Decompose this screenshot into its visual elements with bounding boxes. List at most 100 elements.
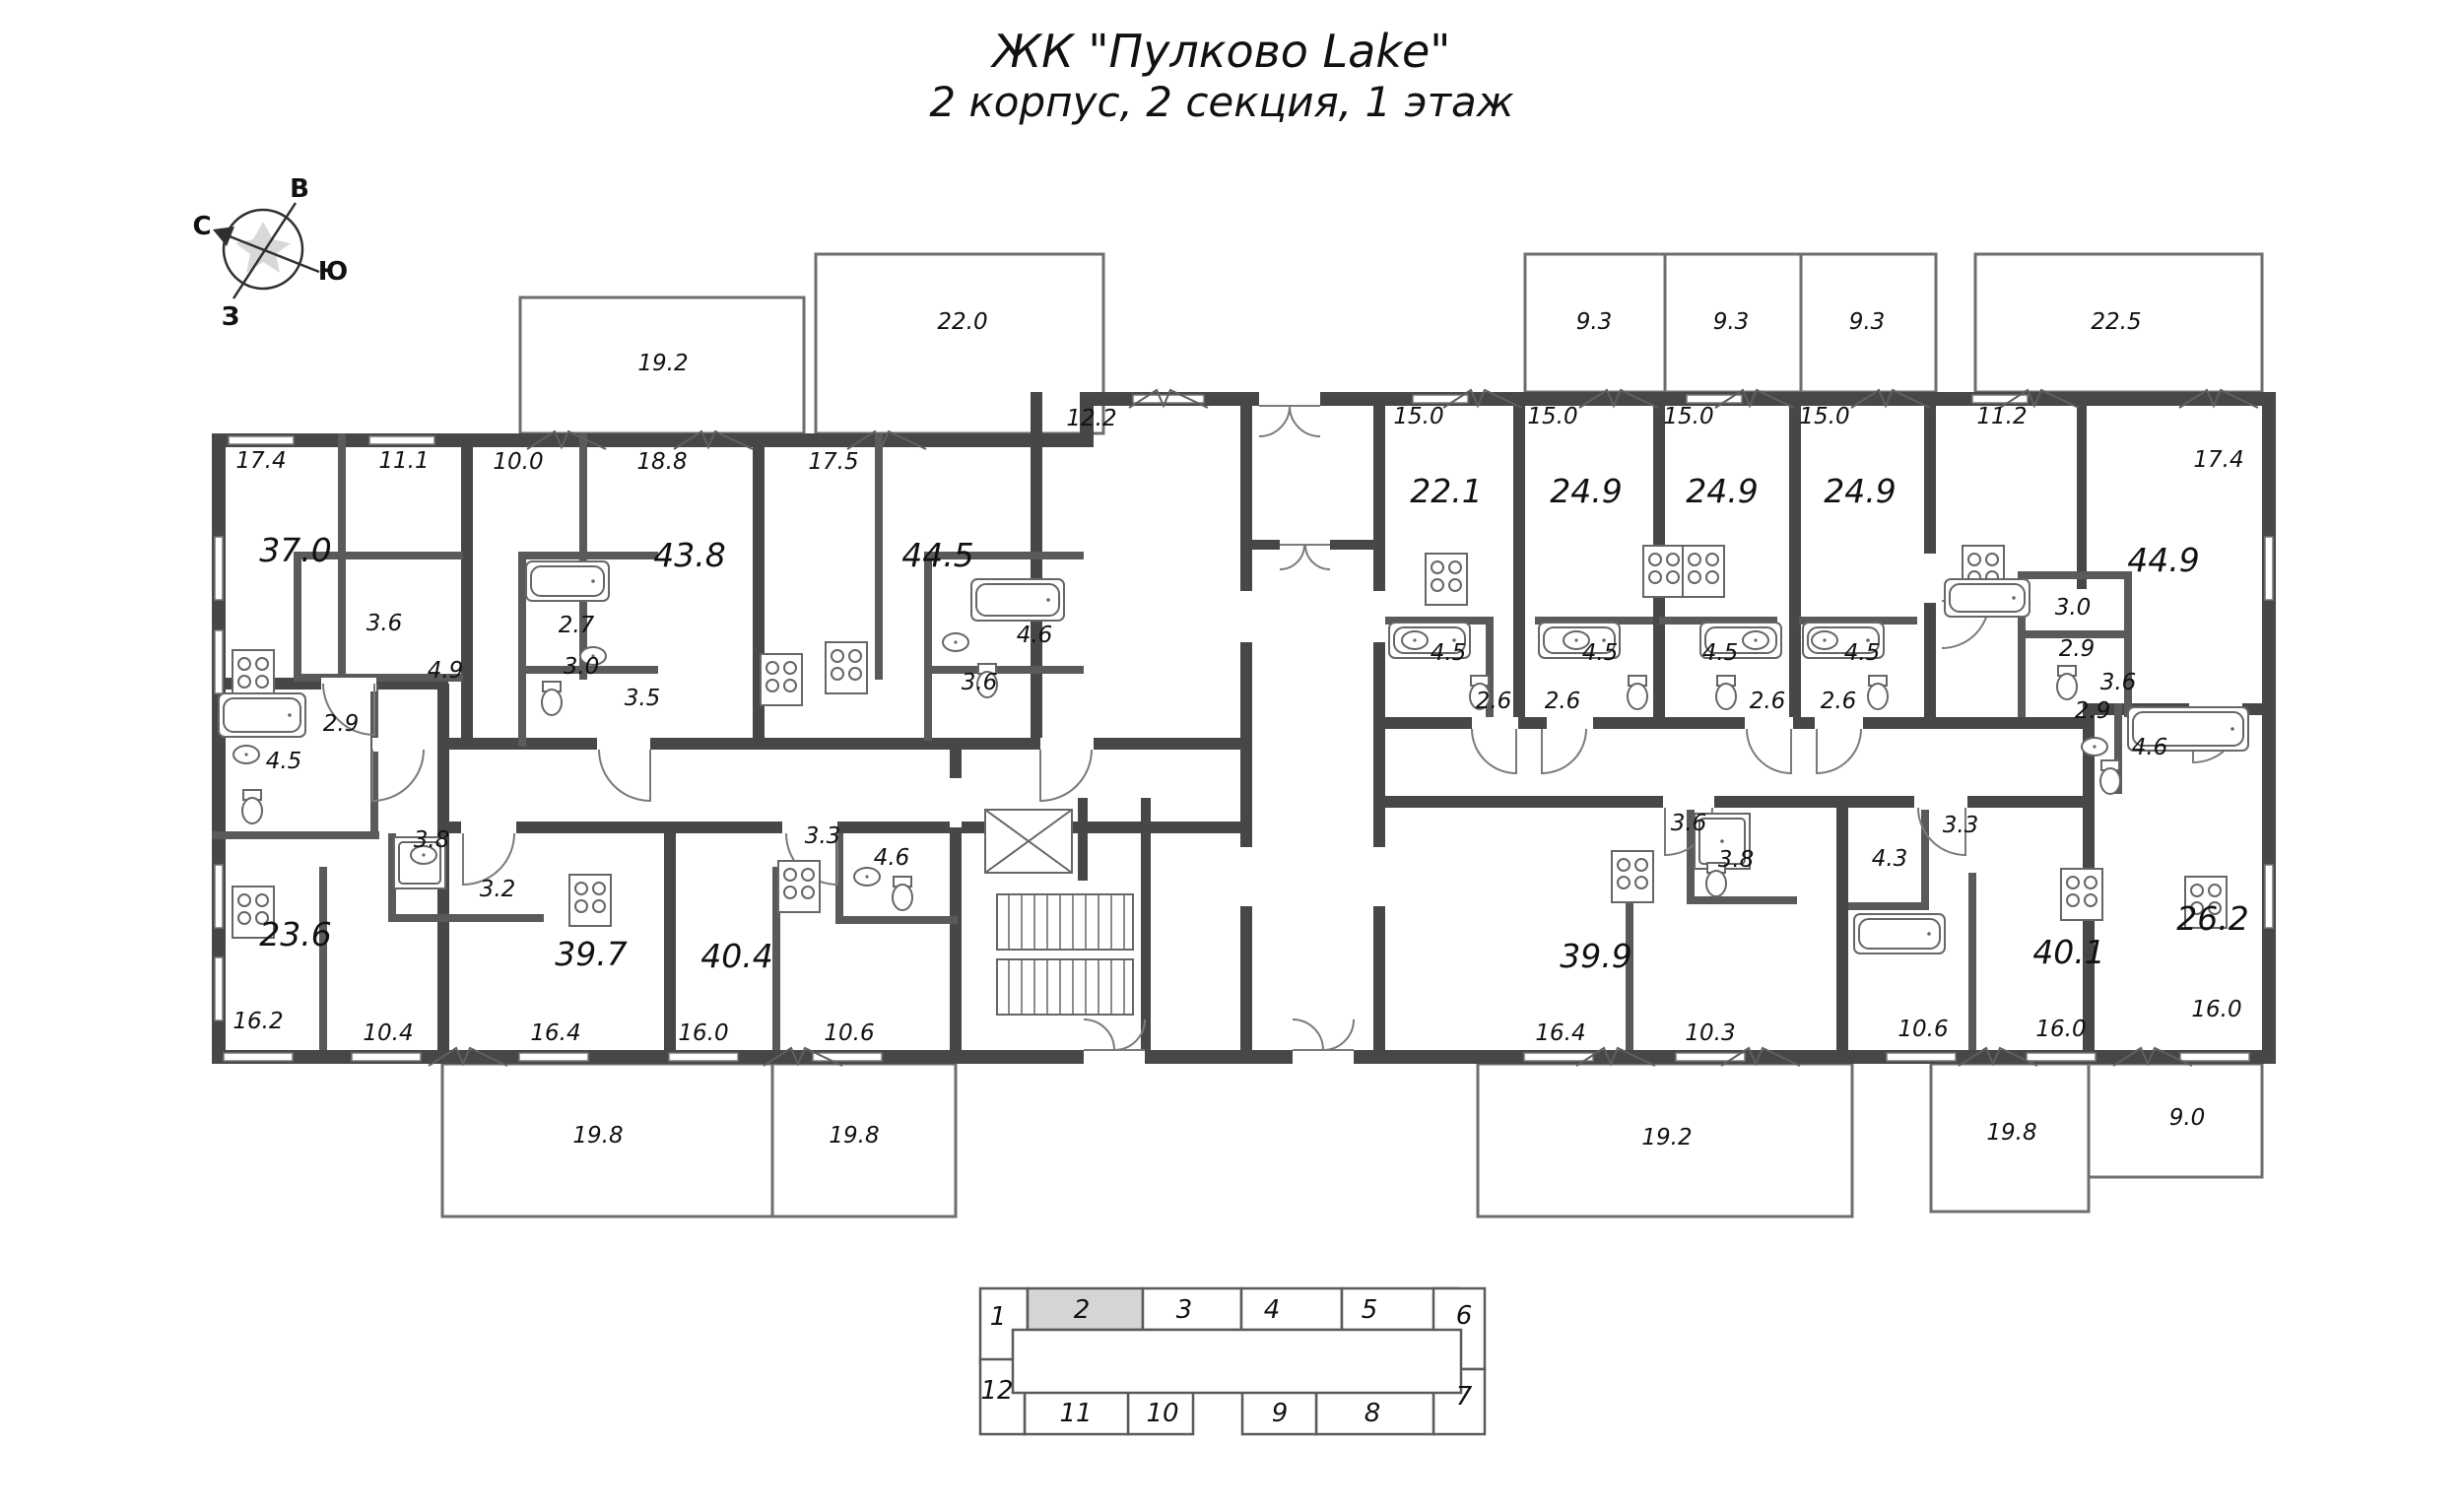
toilet-icon bbox=[892, 876, 913, 911]
apartment-area-label: 40.4 bbox=[700, 937, 772, 975]
room-area-label: 3.5 bbox=[625, 686, 661, 711]
toilet-icon bbox=[1627, 675, 1648, 710]
apartment-area-label: 39.7 bbox=[555, 935, 627, 973]
sink-icon bbox=[1742, 630, 1769, 650]
apartment-area-label: 44.5 bbox=[901, 536, 973, 574]
room-area-label: 3.0 bbox=[564, 654, 600, 680]
compass-east-label: В bbox=[290, 174, 309, 204]
room-area-label: 10.0 bbox=[493, 449, 543, 475]
apartment-area-label: 37.0 bbox=[259, 531, 331, 569]
keyplan-section-4 bbox=[1239, 1286, 1344, 1332]
keyplan-section-9 bbox=[1240, 1390, 1318, 1436]
room-area-label: 18.8 bbox=[636, 449, 687, 475]
keyplan-section-number: 6 bbox=[1456, 1301, 1473, 1331]
key-plan-courtyard bbox=[1011, 1328, 1463, 1395]
bathtub-icon bbox=[525, 560, 610, 602]
stove-icon bbox=[760, 653, 803, 706]
stove-icon bbox=[2060, 868, 2103, 921]
room-area-label: 3.2 bbox=[480, 877, 516, 902]
balcony-area-label: 22.0 bbox=[937, 309, 987, 335]
room-area-label: 12.2 bbox=[1066, 406, 1116, 431]
balcony-area-label: 19.2 bbox=[637, 351, 688, 376]
stove-icon bbox=[2184, 876, 2228, 929]
room-area-label: 10.3 bbox=[1685, 1020, 1735, 1046]
toilet-icon bbox=[1715, 675, 1737, 710]
room-area-label: 4.5 bbox=[266, 749, 302, 774]
stove-icon bbox=[568, 874, 612, 927]
stove-icon bbox=[1425, 553, 1468, 606]
stairs-icon bbox=[996, 893, 1134, 951]
apartment-area-label: 39.9 bbox=[1560, 937, 1631, 975]
room-area-label: 3.6 bbox=[2100, 670, 2137, 695]
room-area-label: 16.0 bbox=[678, 1020, 728, 1046]
toilet-icon bbox=[241, 789, 263, 824]
room-area-label: 16.4 bbox=[530, 1020, 580, 1046]
room-area-label: 3.6 bbox=[962, 670, 998, 695]
balcony-area-label: 9.3 bbox=[1849, 309, 1886, 335]
balcony-area-label: 9.0 bbox=[2169, 1105, 2206, 1131]
keyplan-section-2 bbox=[1026, 1286, 1145, 1332]
keyplan-section-number: 11 bbox=[1059, 1399, 1092, 1428]
room-area-label: 16.0 bbox=[2191, 997, 2241, 1022]
room-area-label: 2.9 bbox=[2059, 636, 2096, 662]
sink-icon bbox=[1563, 630, 1590, 650]
apartment-area-label: 23.6 bbox=[259, 915, 331, 953]
balcony-area-label: 19.8 bbox=[829, 1123, 879, 1149]
keyplan-section-number: 9 bbox=[1272, 1399, 1289, 1428]
apartment-area-label: 43.8 bbox=[653, 536, 725, 574]
room-area-label: 2.9 bbox=[2075, 698, 2111, 724]
room-area-label: 3.8 bbox=[414, 827, 450, 853]
balcony-door-symbols bbox=[428, 388, 2259, 1067]
room-area-label: 4.6 bbox=[2132, 735, 2168, 760]
toilet-icon bbox=[1469, 675, 1491, 710]
room-area-label: 11.1 bbox=[378, 448, 429, 474]
apartment-area-label: 22.1 bbox=[1410, 472, 1482, 510]
sink-icon bbox=[410, 845, 437, 865]
bathtub-icon bbox=[218, 692, 306, 738]
room-area-label: 2.6 bbox=[1476, 689, 1512, 714]
bathtub-icon bbox=[1853, 913, 1946, 954]
balcony-area-label: 19.8 bbox=[1986, 1120, 2036, 1146]
room-area-label: 3.3 bbox=[805, 823, 841, 849]
room-area-label: 2.6 bbox=[1750, 689, 1786, 714]
sink-icon bbox=[2081, 737, 2108, 756]
compass-west-label: З bbox=[222, 302, 239, 332]
elevator-icon bbox=[984, 809, 1073, 874]
room-area-label: 11.2 bbox=[1976, 404, 2027, 429]
keyplan-section-number: 8 bbox=[1365, 1399, 1381, 1428]
room-area-label: 2.9 bbox=[323, 711, 360, 737]
balcony-area-label: 22.5 bbox=[2091, 309, 2141, 335]
room-area-label: 2.6 bbox=[1545, 689, 1581, 714]
stove-icon bbox=[1611, 850, 1654, 903]
balcony-area-label: 9.3 bbox=[1713, 309, 1750, 335]
room-area-label: 15.0 bbox=[1393, 404, 1443, 429]
apartment-area-label: 40.1 bbox=[2032, 933, 2104, 971]
room-area-label: 4.3 bbox=[1872, 846, 1908, 872]
keyplan-section-number: 2 bbox=[1074, 1295, 1091, 1325]
room-area-label: 15.0 bbox=[1527, 404, 1577, 429]
windows bbox=[214, 394, 2274, 1062]
toilet-icon bbox=[976, 663, 998, 698]
shower-icon bbox=[1694, 813, 1751, 870]
keyplan-section-number: 5 bbox=[1362, 1295, 1378, 1325]
toilet-icon bbox=[1705, 862, 1727, 897]
stove-icon bbox=[1642, 545, 1686, 598]
sink-icon bbox=[1401, 630, 1429, 650]
room-area-label: 3.6 bbox=[366, 611, 403, 636]
apartment-area-label: 26.2 bbox=[2176, 899, 2248, 938]
page-subtitle: 2 корпус, 2 секция, 1 этаж bbox=[929, 78, 1513, 126]
apartment-area-label: 24.9 bbox=[1686, 472, 1758, 510]
room-area-label: 2.6 bbox=[1821, 689, 1857, 714]
apartment-area-label: 44.9 bbox=[2127, 541, 2199, 579]
room-area-label: 16.4 bbox=[1535, 1020, 1585, 1046]
room-area-label: 17.4 bbox=[235, 448, 286, 474]
room-area-label: 3.3 bbox=[1943, 813, 1979, 838]
toilet-icon bbox=[2099, 759, 2121, 795]
keyplan-section-number: 12 bbox=[980, 1376, 1013, 1406]
stove-icon bbox=[232, 886, 275, 939]
compass-rose-icon: В С Ю З bbox=[192, 174, 348, 332]
keyplan-section-10 bbox=[1126, 1390, 1195, 1436]
